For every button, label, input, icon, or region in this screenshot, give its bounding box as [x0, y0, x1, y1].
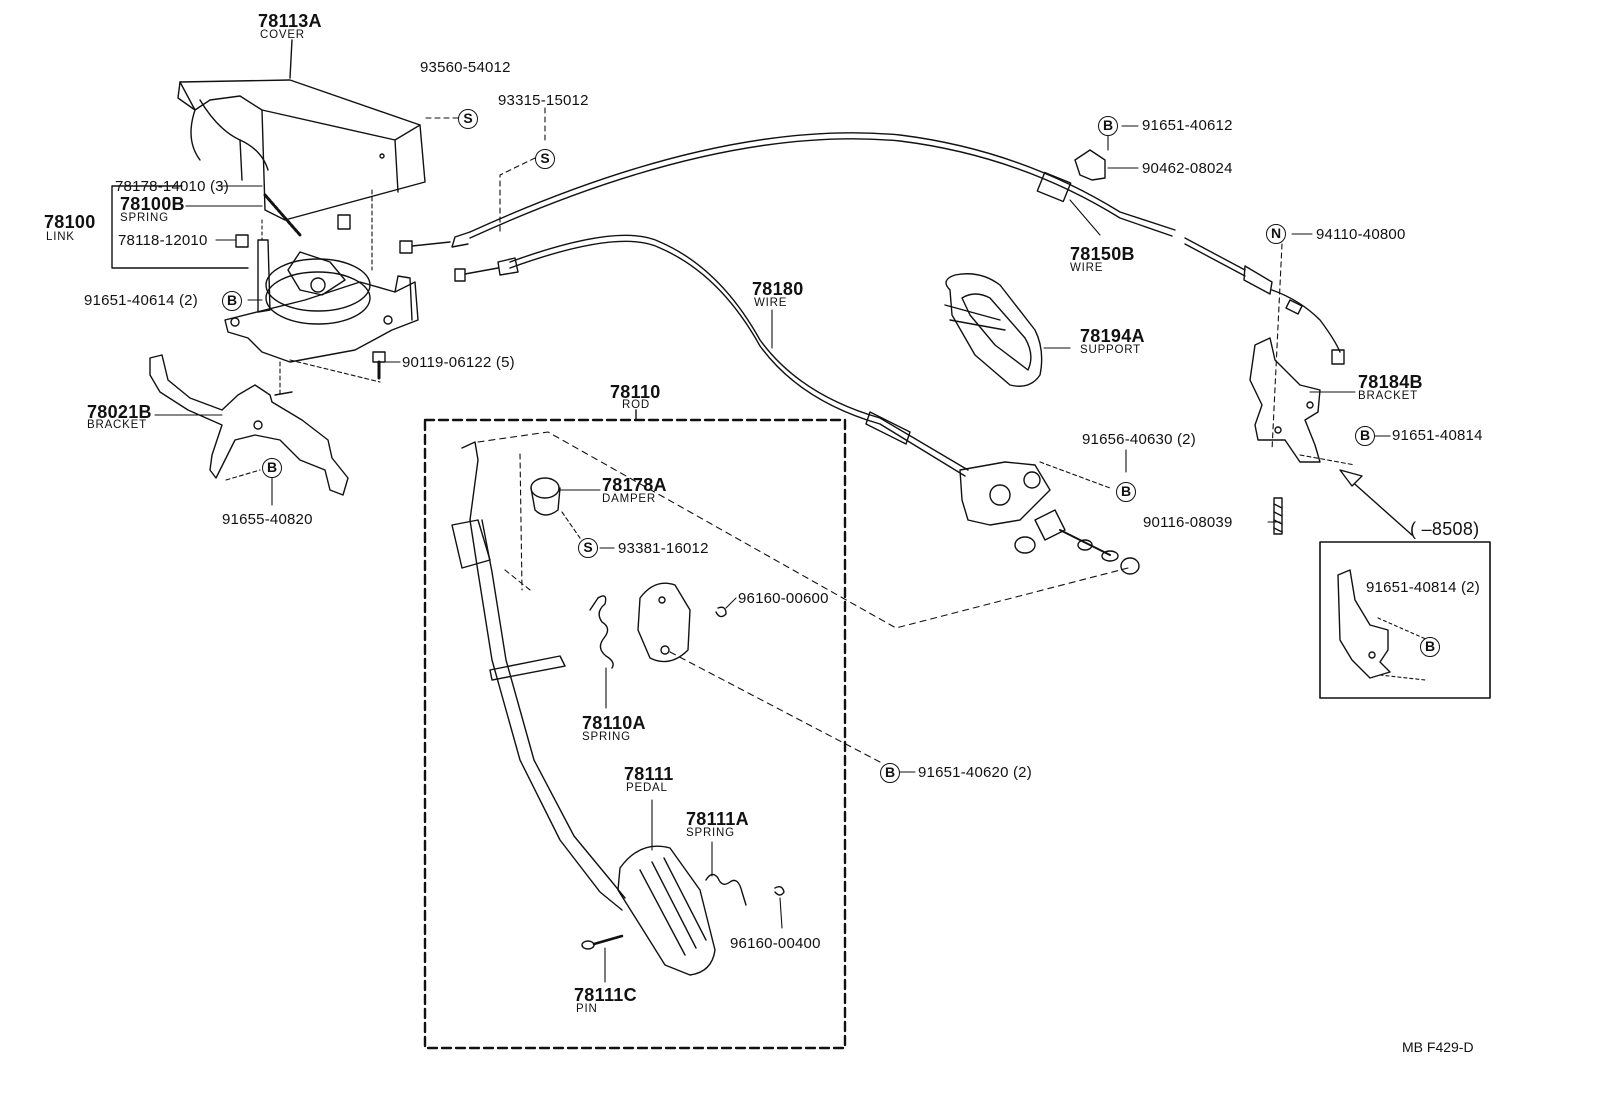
standard-part-n-marker: N — [1266, 224, 1286, 244]
inset-arrow-line — [1347, 477, 1413, 536]
bracket-78021B — [149, 354, 349, 496]
pin-78111C — [581, 934, 624, 950]
part-90116-08039: 90116-08039 — [1143, 514, 1233, 531]
part-78100B-desc: SPRING — [120, 212, 169, 224]
part-90119-06122: 90119-06122 (5) — [402, 354, 515, 371]
support-78194A — [944, 273, 1043, 387]
standard-part-b-marker: B — [1116, 482, 1136, 502]
rod-group-box — [423, 418, 847, 1050]
part-78111C: 78111C — [574, 985, 637, 1005]
clip-96160-00600 — [715, 606, 727, 618]
part-78178-14010: 78178-14010 (3) — [115, 178, 229, 195]
standard-part-s-marker: S — [578, 538, 598, 558]
part-78178A-desc: DAMPER — [602, 493, 657, 505]
standard-part-b-marker: B — [880, 763, 900, 783]
part-94110-40800: 94110-40800 — [1316, 226, 1406, 243]
part-78111A-desc: SPRING — [686, 827, 735, 839]
part-78180-desc: WIRE — [754, 297, 788, 309]
part-78100B: 78100B — [120, 194, 185, 214]
part-90462-08024: 90462-08024 — [1142, 160, 1233, 177]
stud-90116 — [1273, 497, 1283, 535]
part-93381-16012: 93381-16012 — [618, 540, 709, 557]
part-96160-00600: 96160-00600 — [738, 590, 829, 607]
inset-frame — [1319, 541, 1491, 699]
inset-arrowhead — [1339, 469, 1363, 487]
clip-90462 — [1074, 149, 1106, 181]
part-93560-54012: 93560-54012 — [420, 59, 511, 76]
bracket-78184B — [1249, 337, 1321, 463]
part-91651-40620: 91651-40620 (2) — [918, 764, 1032, 781]
rod-78110 — [451, 441, 626, 911]
part-78100: 78100 — [44, 212, 96, 232]
part-91656-40630: 91656-40630 (2) — [1082, 431, 1196, 448]
pedal-78111 — [617, 845, 716, 976]
standard-part-s-marker: S — [535, 149, 555, 169]
part-78194A: 78194A — [1080, 326, 1145, 346]
standard-part-s-marker: S — [458, 109, 478, 129]
part-78110A-desc: SPRING — [582, 731, 631, 743]
standard-part-b-marker: B — [262, 458, 282, 478]
spring-78111A — [705, 873, 747, 906]
part-78180: 78180 — [752, 279, 804, 299]
screw-90119 — [372, 351, 386, 380]
inset-bracket — [1337, 569, 1391, 679]
clip-96160-00400 — [774, 885, 785, 896]
wire-78150B — [399, 132, 1345, 365]
part-78184B-desc: BRACKET — [1358, 390, 1418, 402]
part-78178A: 78178A — [602, 475, 667, 495]
part-91651-40814-2: 91651-40814 (2) — [1366, 579, 1480, 596]
serial-range-8508: ( –8508) — [1410, 519, 1480, 539]
standard-part-b-marker: B — [222, 291, 242, 311]
standard-part-b-marker: B — [1420, 637, 1440, 657]
part-78113A-desc: COVER — [260, 29, 305, 41]
part-91651-40614: 91651-40614 (2) — [84, 292, 198, 309]
part-78100-desc: LINK — [46, 231, 75, 243]
part-78150B-desc: WIRE — [1070, 262, 1104, 274]
part-93315-15012: 93315-15012 — [498, 92, 589, 109]
part-78021B: 78021B — [87, 402, 152, 422]
wire-end-hardware — [959, 461, 1140, 575]
spring-78110A — [589, 595, 614, 669]
standard-part-b-marker: B — [1355, 426, 1375, 446]
figure-code: MB F429-D — [1402, 1039, 1474, 1055]
standard-part-b-marker: B — [1098, 116, 1118, 136]
link-group-bracket — [111, 185, 249, 269]
part-78111-desc: PEDAL — [626, 782, 668, 794]
leader-lines — [154, 107, 1429, 983]
cover-part — [177, 39, 426, 221]
part-78110: 78110 — [610, 382, 661, 402]
part-78110A: 78110A — [582, 713, 646, 733]
pivot-plate — [637, 582, 691, 663]
wire-78180 — [454, 234, 969, 477]
part-78184B: 78184B — [1358, 372, 1423, 392]
part-91651-40612: 91651-40612 — [1142, 117, 1233, 134]
part-78111A: 78111A — [686, 809, 749, 829]
part-78021B-desc: BRACKET — [87, 419, 147, 431]
part-78194A-desc: SUPPORT — [1080, 344, 1141, 356]
part-78113A: 78113A — [258, 11, 322, 31]
part-78110-desc: ROD — [622, 399, 650, 411]
link-assembly — [224, 193, 419, 363]
part-78111C-desc: PIN — [576, 1003, 598, 1015]
part-78150B: 78150B — [1070, 244, 1135, 264]
part-78111: 78111 — [624, 764, 674, 784]
part-91651-40814: 91651-40814 — [1392, 427, 1483, 444]
damper-78178A — [530, 477, 561, 516]
part-96160-00400: 96160-00400 — [730, 935, 821, 952]
part-91655-40820: 91655-40820 — [222, 511, 313, 528]
part-78118-12010: 78118-12010 — [118, 232, 208, 249]
